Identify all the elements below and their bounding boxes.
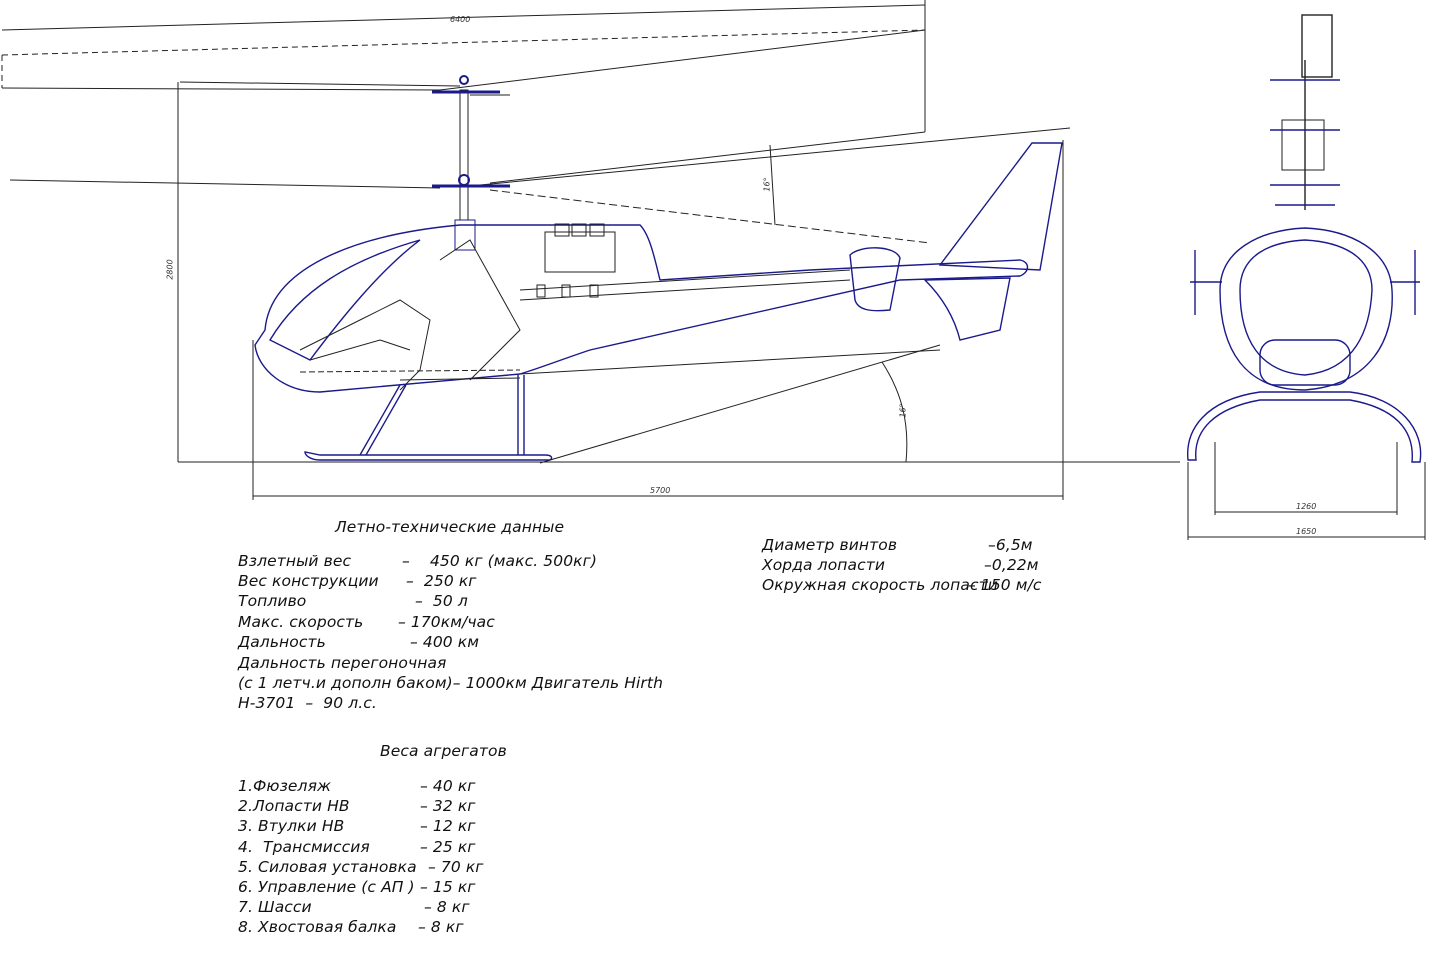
weight-row-value: – 12 кг xyxy=(420,817,476,835)
weight-row-value: – 8 кг xyxy=(418,918,464,936)
flight-row-label: Вес конструкции xyxy=(238,572,379,590)
flight-row-value: – 250 кг xyxy=(406,572,477,590)
angle-bottom-dim: 16° xyxy=(898,403,908,418)
seat-frame xyxy=(299,239,521,391)
front-view xyxy=(1187,14,1422,463)
weight-row-label: 3. Втулки НВ xyxy=(238,817,345,835)
flight-row-label: Макс. скорость xyxy=(238,613,364,631)
weight-row-label: 4. Трансмиссия xyxy=(238,838,370,856)
unit-weights-title: Веса агрегатов xyxy=(380,742,507,760)
weight-row-value: – 40 кг xyxy=(420,777,476,795)
weight-row-value: – 32 кг xyxy=(420,797,476,815)
engine-block xyxy=(536,223,616,298)
lower-rotor-blade xyxy=(9,127,1071,244)
rotor-row-value: –6,5м xyxy=(988,536,1033,554)
flight-row-label: Дальность xyxy=(238,633,326,651)
angle-top-dim: 16° xyxy=(762,177,772,192)
flight-row-value: – 50 л xyxy=(415,592,468,610)
flight-data-title: Летно-технические данные xyxy=(335,518,565,536)
flight-row-label: Топливо xyxy=(238,592,307,610)
fuselage-outline xyxy=(254,142,1063,393)
ferry-line-3: H-3701 – 90 л.с. xyxy=(238,694,377,712)
weight-row-label: 1.Фюзеляж xyxy=(238,777,332,795)
weight-row-label: 6. Управление (с АП ) xyxy=(238,878,415,896)
weight-row-label: 2.Лопасти НВ xyxy=(238,797,350,815)
rotor-row-value: –0,22м xyxy=(984,556,1039,574)
rotor-row-value: – 150 м/с xyxy=(968,576,1042,594)
length-dim: 5700 xyxy=(650,486,671,495)
weight-row-value: – 25 кг xyxy=(420,838,476,856)
flight-row-value: – 170км/час xyxy=(398,613,495,631)
rotor-row-label: Окружная скорость лопасти xyxy=(762,576,998,594)
weight-row-value: – 8 кг xyxy=(424,898,470,916)
total-width-dim: 1650 xyxy=(1296,527,1317,536)
weight-row-label: 8. Хвостовая балка xyxy=(238,918,397,936)
flight-row-value: – 400 км xyxy=(410,633,480,651)
weight-row-label: 5. Силовая установка xyxy=(238,858,417,876)
rotor-row-label: Диаметр винтов xyxy=(762,536,898,554)
height-dim: 2800 xyxy=(165,259,175,280)
rotor-span-dim: 6400 xyxy=(450,15,471,24)
landing-skids xyxy=(304,375,553,461)
flight-row-label: Взлетный вес xyxy=(238,552,352,570)
ferry-line-1: Дальность перегоночная xyxy=(238,654,447,672)
ferry-line-2: (с 1 летч.и дополн баком)– 1000км Двигат… xyxy=(238,674,664,692)
skid-width-dim: 1260 xyxy=(1296,502,1317,511)
weight-row-label: 7. Шасси xyxy=(238,898,312,916)
rotor-mast xyxy=(432,75,510,251)
weight-row-value: – 15 кг xyxy=(420,878,476,896)
weight-row-value: – 70 кг xyxy=(428,858,484,876)
upper-rotor-blade xyxy=(1,29,926,184)
flight-row-value: – 450 кг (макс. 500кг) xyxy=(402,552,598,570)
rotor-row-label: Хорда лопасти xyxy=(762,556,886,574)
